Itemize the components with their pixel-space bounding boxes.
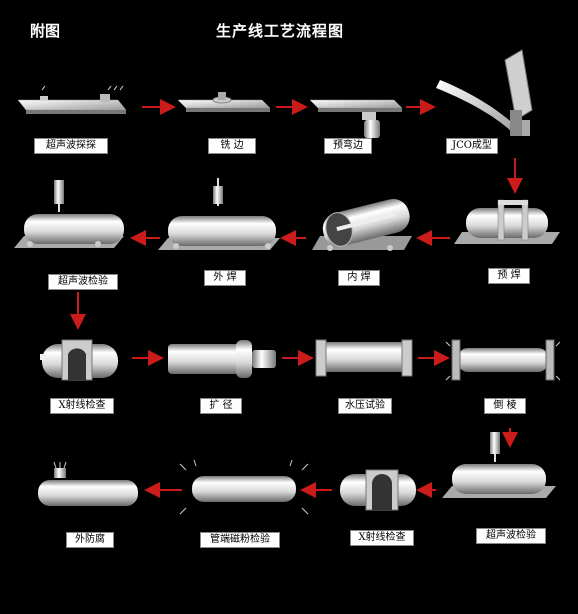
step-label: 扩 径 — [200, 398, 242, 414]
step-expansion-illustration — [168, 340, 276, 378]
step-magnetic-particle-illustration — [179, 459, 309, 515]
step-label: 超声波检验 — [48, 274, 118, 290]
step-pre-welding-illustration — [454, 199, 560, 244]
step-chamfering-illustration — [445, 339, 561, 381]
step-ultrasonic-inspection-2-illustration — [442, 432, 556, 498]
step-label: 管端磁粉检验 — [200, 532, 280, 548]
step-edge-milling-illustration — [177, 92, 271, 112]
step-jco-forming-illustration — [436, 49, 533, 136]
step-xray-inspection-illustration — [40, 339, 118, 381]
step-label: JCO成型 — [446, 138, 498, 154]
step-label: 内 焊 — [338, 270, 380, 286]
step-label: 倒 棱 — [484, 398, 526, 414]
step-label: 预 焊 — [488, 268, 530, 284]
step-label: 外 焊 — [204, 270, 246, 286]
appendix-label: 附图 — [30, 22, 61, 40]
step-label: X射线检查 — [350, 530, 414, 546]
step-external-welding-illustration — [158, 178, 280, 250]
step-label: 超声波检验 — [476, 528, 546, 544]
step-label: X射线检查 — [50, 398, 114, 414]
step-label: 铣 边 — [208, 138, 256, 154]
step-label: 水压试验 — [338, 398, 392, 414]
step-ultrasonic-plate-illustration — [17, 85, 127, 114]
step-internal-welding-illustration — [312, 198, 412, 251]
step-xray-inspection-2-illustration — [340, 469, 416, 511]
step-ultrasonic-inspection-illustration — [14, 180, 124, 248]
step-anti-corrosion-illustration — [38, 461, 138, 506]
step-pre-bending-illustration — [309, 99, 403, 138]
diagram-title: 生产线工艺流程图 — [215, 22, 344, 40]
step-label: 超声波探探 — [34, 138, 108, 154]
step-hydrostatic-test-illustration — [315, 339, 413, 377]
step-label: 预弯边 — [324, 138, 372, 154]
step-label: 外防腐 — [66, 532, 114, 548]
